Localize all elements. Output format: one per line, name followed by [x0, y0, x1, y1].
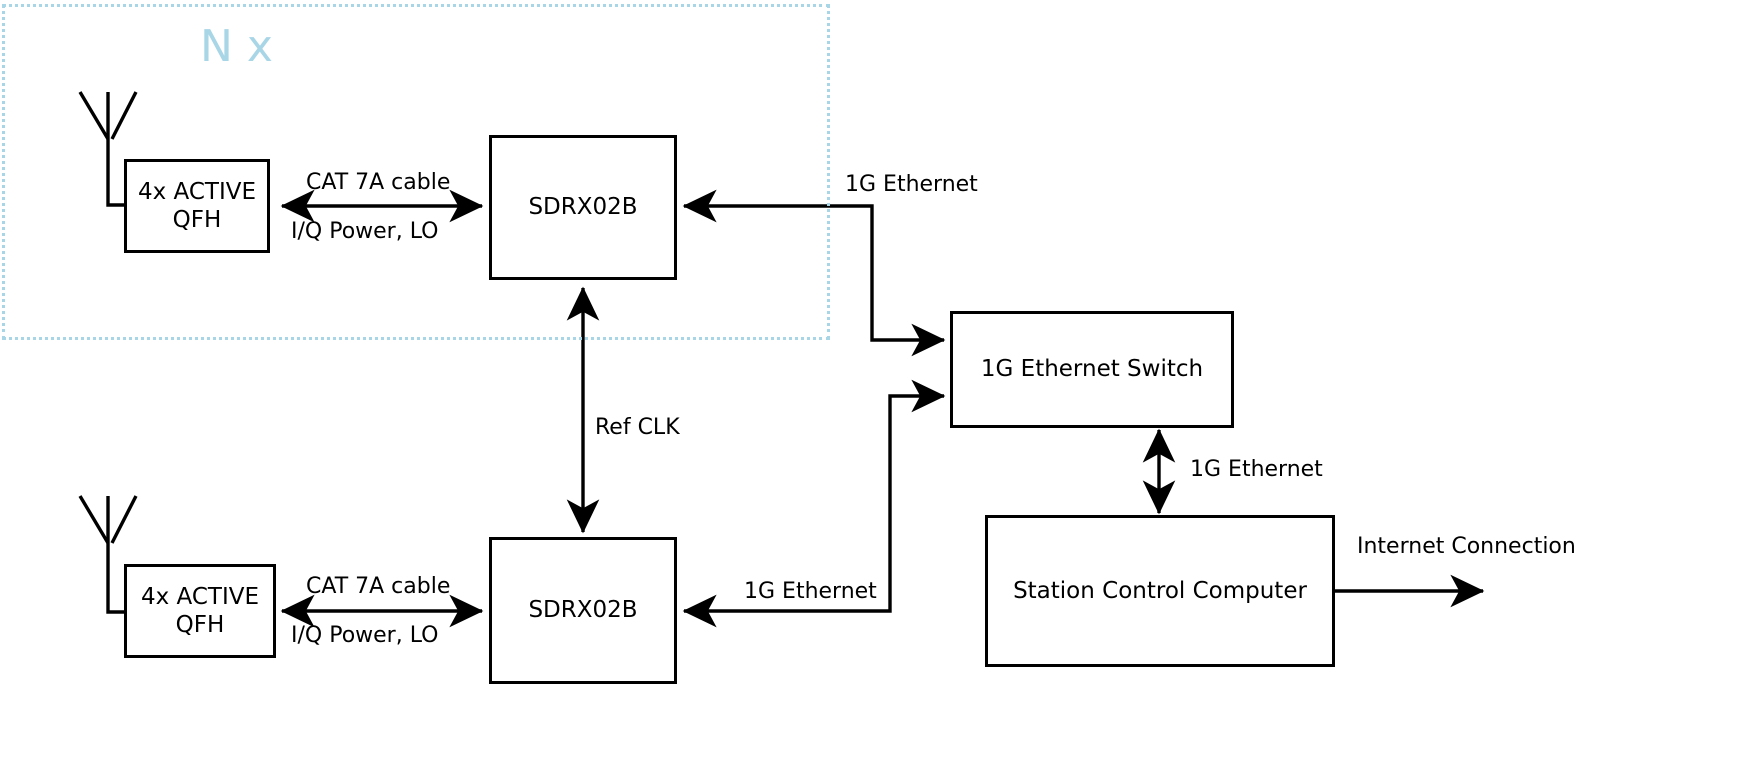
block-station-control-computer[interactable]: Station Control Computer	[985, 515, 1335, 667]
block-sdrx02b-top-label: SDRX02B	[528, 194, 638, 221]
edge-ethernet-bottom	[682, 379, 946, 628]
block-sdrx02b-bottom[interactable]: SDRX02B	[489, 537, 677, 684]
block-qfh-bottom[interactable]: 4x ACTIVE QFH	[124, 564, 276, 658]
block-sdrx02b-top[interactable]: SDRX02B	[489, 135, 677, 280]
block-qfh-bottom-line1: 4x ACTIVE	[140, 583, 260, 610]
block-qfh-top-line2: QFH	[172, 207, 222, 233]
label-internet-connection: Internet Connection	[1357, 534, 1576, 559]
antenna-bottom-icon	[78, 495, 138, 614]
block-station-control-computer-label: Station Control Computer	[1013, 577, 1307, 604]
antenna-top-icon	[78, 91, 138, 207]
block-ethernet-switch[interactable]: 1G Ethernet Switch	[950, 311, 1234, 428]
label-ethernet-bottom: 1G Ethernet	[744, 579, 877, 604]
label-iq-power-lo-top: I/Q Power, LO	[291, 219, 439, 244]
label-ethernet-top: 1G Ethernet	[845, 172, 978, 197]
label-iq-power-lo-bottom: I/Q Power, LO	[291, 623, 439, 648]
label-cat7a-bottom: CAT 7A cable	[306, 574, 451, 599]
block-ethernet-switch-label: 1G Ethernet Switch	[980, 356, 1204, 383]
block-qfh-top[interactable]: 4x ACTIVE QFH	[124, 159, 270, 253]
label-cat7a-top: CAT 7A cable	[306, 170, 451, 195]
label-ethernet-switch-computer: 1G Ethernet	[1190, 457, 1323, 482]
block-sdrx02b-bottom-label: SDRX02B	[528, 597, 638, 624]
edge-ethernet-top	[682, 189, 946, 357]
label-ref-clk: Ref CLK	[595, 415, 680, 440]
nx-group-region	[2, 4, 830, 340]
block-qfh-bottom-line2: QFH	[175, 612, 225, 638]
block-qfh-top-line1: 4x ACTIVE	[137, 178, 257, 205]
nx-multiplier-label: N x	[200, 21, 273, 72]
